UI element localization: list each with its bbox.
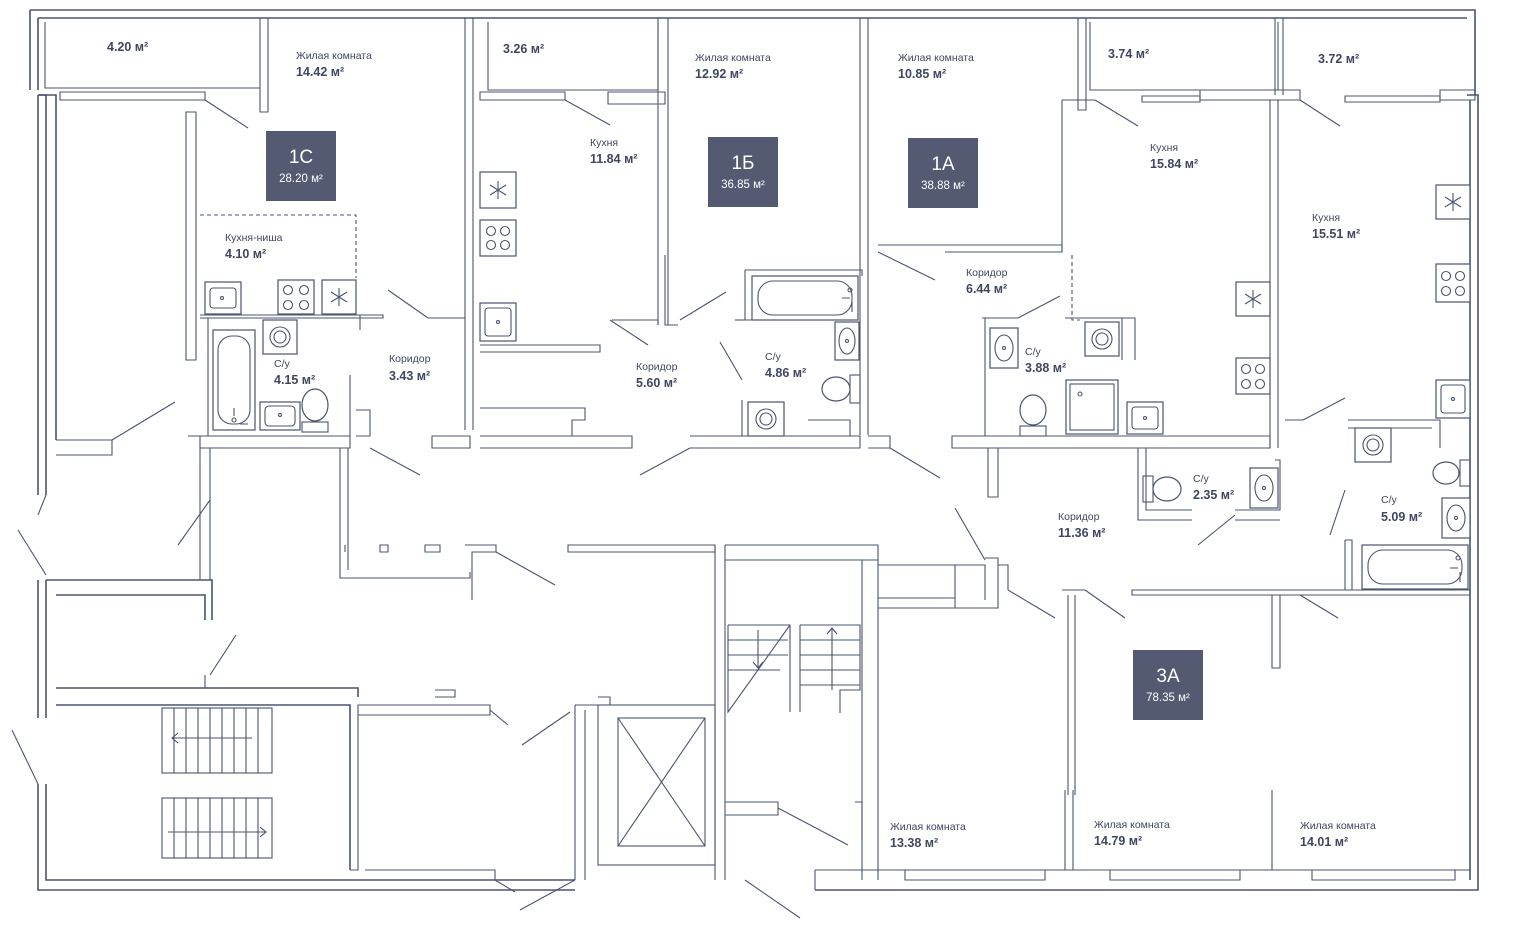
room-name: Жилая комната <box>898 52 974 64</box>
washer-icon <box>1084 321 1120 357</box>
room-name: Коридор <box>1058 511 1100 523</box>
room-area: 11.84 м² <box>590 152 637 166</box>
stove-icon <box>277 279 315 315</box>
unit-code: 1А <box>931 154 955 175</box>
sink-icon <box>1126 401 1164 435</box>
bathtub-icon <box>212 329 256 431</box>
stove-icon <box>479 219 517 257</box>
room-area: 2.35 м² <box>1193 488 1234 502</box>
unit-area: 78.35 м² <box>1146 692 1190 704</box>
unit-area: 28.20 м² <box>279 173 323 185</box>
unit-code: 1С <box>289 147 313 168</box>
door-swings <box>11 99 1346 919</box>
room-name: С/у <box>1193 473 1210 485</box>
unit-badge-1c: 1С 28.20 м² <box>266 131 336 201</box>
room-name: Жилая комната <box>1094 819 1170 831</box>
stairs-arrow-icon <box>752 627 838 690</box>
room-name: С/у <box>274 358 291 370</box>
fan-icon <box>479 171 517 209</box>
room-name: Коридор <box>389 353 431 365</box>
room-name: Коридор <box>966 267 1008 279</box>
room-area: 14.79 м² <box>1094 834 1142 848</box>
exterior-walls <box>29 9 1479 891</box>
room-area: 4.10 м² <box>225 247 266 261</box>
unit-code: 1Б <box>731 153 754 174</box>
shower-icon <box>1065 379 1119 435</box>
room-name: С/у <box>765 351 782 363</box>
room-area: 3.26 м² <box>503 42 544 56</box>
fan-icon <box>1235 281 1271 317</box>
unit-badge-1a: 1А 38.88 м² <box>908 138 978 208</box>
room-name: Жилая комната <box>296 50 372 62</box>
toilet-icon <box>1142 475 1182 503</box>
room-name: Кухня <box>590 137 618 149</box>
room-labels: 4.20 м² Жилая комната 14.42 м² Кухня-ниш… <box>107 40 1422 850</box>
room-area: 5.09 м² <box>1381 510 1422 524</box>
sink-icon <box>1441 497 1471 539</box>
toilet-icon <box>1019 394 1047 437</box>
room-area: 6.44 м² <box>966 282 1007 296</box>
washer-icon <box>747 401 785 437</box>
room-area: 15.51 м² <box>1312 227 1360 241</box>
washer-icon <box>262 319 298 355</box>
room-area: 3.72 м² <box>1318 52 1359 66</box>
stove-icon <box>1435 263 1471 303</box>
room-name: Кухня <box>1150 142 1178 154</box>
washer-icon <box>1354 427 1392 463</box>
bathtub-icon <box>751 275 859 321</box>
sink-icon <box>204 281 242 315</box>
room-area: 14.42 м² <box>296 65 344 79</box>
unit-badge-1b: 1Б 36.85 м² <box>708 137 778 207</box>
room-area: 4.15 м² <box>274 373 315 387</box>
room-area: 3.88 м² <box>1025 361 1066 375</box>
room-area: 12.92 м² <box>695 67 743 81</box>
unit-badge-3a: 3А 78.35 м² <box>1133 650 1203 720</box>
sink-icon <box>834 321 860 361</box>
stairs-left <box>161 707 273 859</box>
room-name: С/у <box>1025 346 1042 358</box>
sink-icon <box>479 302 517 342</box>
sink-icon <box>259 401 301 431</box>
sink-icon <box>1435 379 1471 419</box>
room-name: Жилая комната <box>890 821 966 833</box>
room-name: С/у <box>1381 494 1398 506</box>
bathtub-icon <box>1361 544 1469 590</box>
toilet-icon <box>821 374 861 404</box>
room-name: Жилая комната <box>695 52 771 64</box>
stairs-center <box>727 624 861 714</box>
room-area: 13.38 м² <box>890 836 938 850</box>
elevator-icon <box>597 704 716 866</box>
room-area: 11.36 м² <box>1058 526 1105 540</box>
toilet-icon <box>301 388 329 433</box>
stairs-arrow-icon <box>168 732 267 838</box>
room-area: 3.43 м² <box>389 369 430 383</box>
room-area: 10.85 м² <box>898 67 946 81</box>
unit-area: 36.85 м² <box>721 179 765 191</box>
toilet-icon <box>1432 459 1471 487</box>
room-area: 15.84 м² <box>1150 157 1198 171</box>
unit-area: 38.88 м² <box>921 180 965 192</box>
unit-code: 3А <box>1156 666 1180 687</box>
room-area: 4.20 м² <box>107 40 148 54</box>
fan-icon <box>321 279 357 315</box>
room-area: 4.86 м² <box>765 366 806 380</box>
sink-icon <box>1249 467 1279 509</box>
stove-icon <box>1235 357 1271 395</box>
room-area: 14.01 м² <box>1300 835 1348 849</box>
fan-icon <box>1435 184 1471 220</box>
sink-icon <box>989 327 1019 369</box>
room-name: Жилая комната <box>1300 820 1376 832</box>
room-area: 3.74 м² <box>1108 47 1149 61</box>
room-name: Коридор <box>636 361 678 373</box>
room-name: Кухня <box>1312 212 1340 224</box>
room-name: Кухня-ниша <box>225 232 283 244</box>
room-area: 5.60 м² <box>636 376 677 390</box>
